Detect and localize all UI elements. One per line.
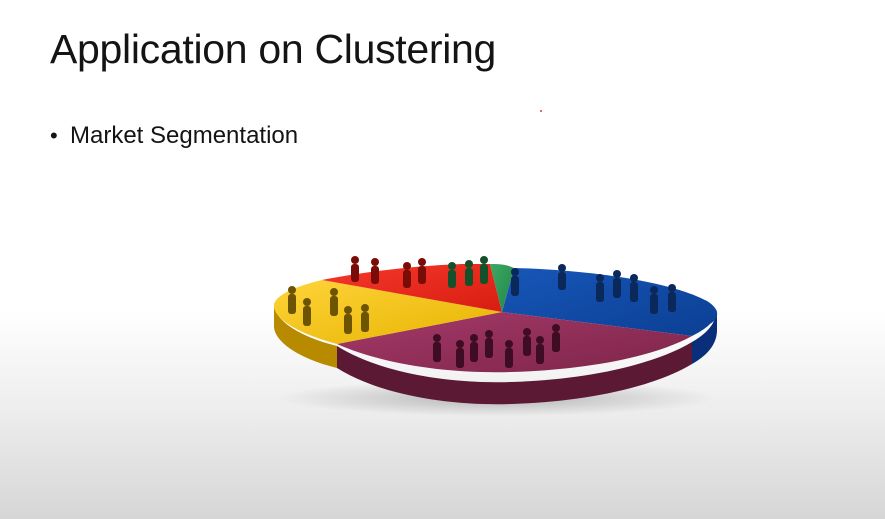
- pie-purple-side: [337, 342, 692, 405]
- person-silhouette: [288, 286, 369, 334]
- person-silhouette: [351, 256, 426, 288]
- bullet-item: • Market Segmentation: [50, 122, 298, 150]
- people-silhouettes: [288, 256, 676, 368]
- pie-green-slice: [490, 264, 514, 312]
- stray-red-dot: [540, 110, 542, 112]
- segmented-pie-illustration: [273, 256, 718, 416]
- pie-purple-slice: [337, 312, 692, 373]
- bullet-dot-icon: •: [50, 123, 58, 148]
- bullet-list: • Market Segmentation: [50, 122, 298, 150]
- pie-yellow-side: [274, 304, 337, 368]
- person-silhouette: [511, 264, 676, 314]
- pie-yellow-slice: [273, 280, 502, 344]
- slide-title: Application on Clustering: [50, 26, 497, 72]
- person-silhouette: [433, 324, 560, 368]
- pie-blue-side: [692, 308, 717, 364]
- bullet-text: Market Segmentation: [70, 122, 299, 149]
- person-silhouette: [448, 256, 488, 288]
- pie-blue-slice: [502, 268, 718, 336]
- pie-red-slice: [322, 264, 502, 312]
